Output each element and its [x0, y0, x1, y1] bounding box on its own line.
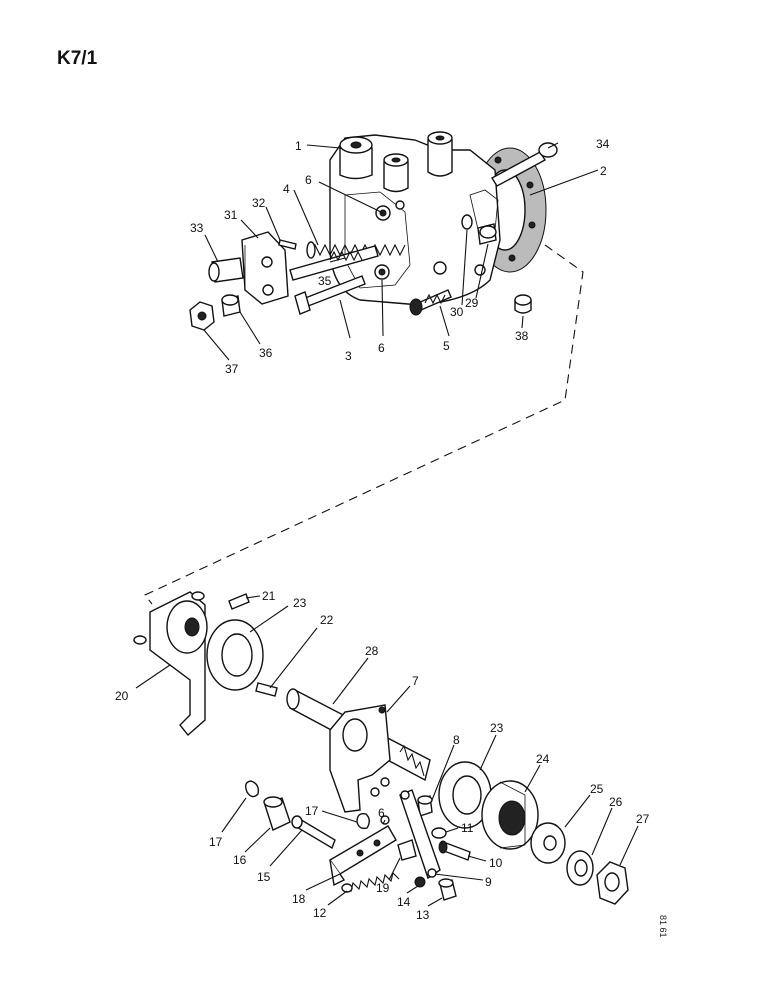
clip-17-left: [244, 780, 260, 798]
callout-33: 33: [190, 221, 204, 235]
leader-lines-lower: [135, 595, 639, 907]
callout-34: 34: [596, 137, 610, 151]
callout-17-left: 17: [209, 835, 223, 849]
nut-37: [189, 301, 215, 331]
rod-35: [289, 245, 379, 281]
callout-11: 11: [461, 821, 474, 835]
callout-8: 8: [453, 733, 460, 747]
callout-10: 10: [489, 856, 503, 870]
spring-4: [306, 241, 406, 259]
callout-35: 35: [318, 274, 332, 288]
callout-29: 29: [465, 296, 479, 310]
callout-14: 14: [397, 895, 411, 909]
callout-19: 19: [376, 881, 390, 895]
callout-15: 15: [257, 870, 271, 884]
pin-32: [278, 239, 297, 250]
callout-numbers: 1 2 3 4 5 6 6 29 30 31 32 33 34 35 36 37…: [115, 137, 650, 922]
callout-9: 9: [485, 875, 492, 889]
callout-3: 3: [345, 349, 352, 363]
drawing-number: 81 61: [658, 915, 668, 938]
callout-18: 18: [292, 892, 306, 906]
callout-7: 7: [412, 674, 419, 688]
callout-38: 38: [515, 329, 529, 343]
washer-25: [530, 822, 566, 864]
callout-21: 21: [262, 589, 276, 603]
seal-23-left: [206, 619, 264, 691]
callout-2: 2: [600, 164, 607, 178]
pin-22: [255, 682, 278, 697]
dashed-connector: [144, 244, 584, 605]
callout-6-lower: 6: [378, 806, 385, 820]
bracket-18: [328, 825, 397, 887]
callout-1: 1: [295, 139, 302, 153]
bolt-10: [438, 840, 471, 861]
callout-6-top: 6: [305, 173, 312, 187]
callout-23-left: 23: [293, 596, 307, 610]
callout-17-middle: 17: [305, 804, 319, 818]
nut-14: [414, 876, 426, 888]
callout-31: 31: [224, 208, 238, 222]
callout-22: 22: [320, 613, 334, 627]
bolt-5: [409, 289, 452, 316]
washer-26: [566, 850, 594, 886]
bracket-20: [133, 591, 208, 737]
callout-6-bottom: 6: [378, 341, 385, 355]
plug-29: [477, 223, 497, 245]
clip-17-middle: [356, 812, 370, 830]
callout-24: 24: [536, 752, 550, 766]
callout-25: 25: [590, 782, 604, 796]
sleeve-16: [263, 796, 291, 831]
stud-33: [208, 257, 244, 283]
pin-15: [291, 815, 336, 850]
lever-plate-7: [329, 704, 391, 813]
pivot-pin-34: [491, 142, 558, 187]
washer-11: [431, 827, 447, 839]
seal-23-right: [438, 761, 492, 829]
callout-27: 27: [636, 812, 650, 826]
stud-19: [397, 839, 417, 861]
pump-housing: [329, 131, 501, 306]
callout-36: 36: [259, 346, 273, 360]
callout-26: 26: [609, 795, 623, 809]
bearing-24: [481, 780, 539, 850]
spring-12: [341, 871, 400, 893]
bolt-13: [438, 878, 457, 901]
callout-28: 28: [365, 644, 379, 658]
callout-37: 37: [225, 362, 239, 376]
plug-38: [514, 294, 532, 314]
callout-32: 32: [252, 196, 266, 210]
ring-30: [461, 214, 473, 230]
lever-plate-31: [241, 231, 289, 305]
lever-9: [399, 789, 441, 880]
callout-30: 30: [450, 305, 464, 319]
bolt-3: [294, 275, 366, 315]
callout-20: 20: [115, 689, 129, 703]
callout-12: 12: [313, 906, 327, 920]
nut-27: [596, 861, 629, 905]
callout-23-right: 23: [490, 721, 504, 735]
sleeve-36: [221, 294, 241, 317]
callout-16: 16: [233, 853, 247, 867]
pin-21: [228, 593, 250, 610]
leader-lines-upper: [203, 142, 599, 361]
callout-5: 5: [443, 339, 450, 353]
page-id: K7/1: [57, 48, 98, 69]
callout-4: 4: [283, 182, 290, 196]
callout-13: 13: [416, 908, 430, 922]
